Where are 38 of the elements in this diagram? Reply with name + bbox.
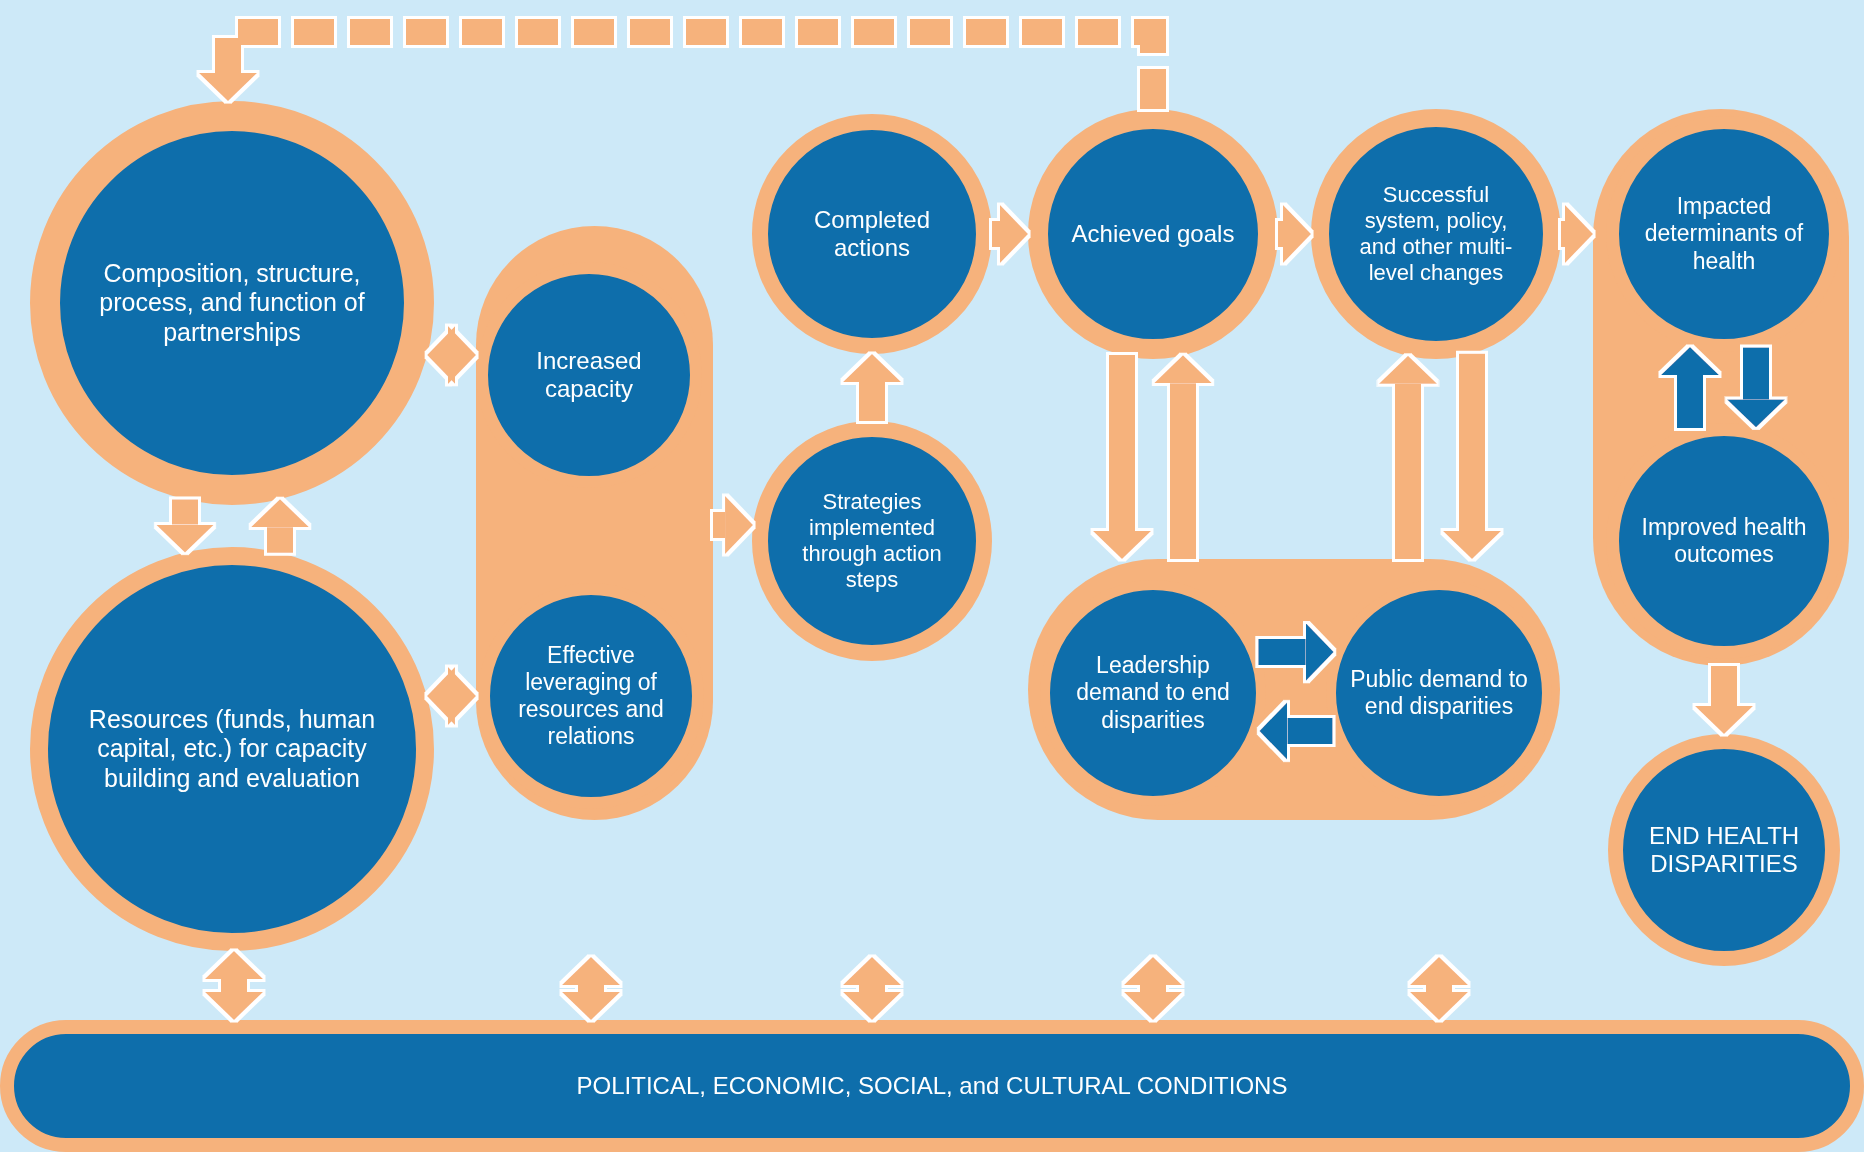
block-arrow: [713, 496, 754, 554]
block-arrow: [1443, 353, 1501, 559]
double-arrow: [1124, 957, 1182, 1020]
node-label: END HEALTH DISPARITIES: [1647, 821, 1801, 879]
node-label: Improved health outcomes: [1640, 513, 1808, 569]
node-label: Leadership demand to end disparities: [1075, 652, 1231, 734]
double-arrow: [1410, 957, 1468, 1020]
block-arrow: [1278, 205, 1311, 263]
block-arrow: [992, 205, 1028, 263]
block-arrow: [156, 499, 214, 553]
node-label: Public demand to end disparities: [1349, 665, 1529, 721]
block-arrow: [1154, 355, 1212, 559]
block-arrow: [1259, 702, 1333, 760]
double-arrow: [427, 326, 476, 384]
double-arrow: [205, 951, 263, 1020]
block-arrow: [1661, 347, 1719, 428]
node-label: POLITICAL, ECONOMIC, SOCIAL, and CULTURAL CONDITIONS: [576, 1071, 1288, 1101]
node-label: Strategies implemented through action steps: [801, 489, 943, 593]
conditions-band: [0, 1020, 1864, 1152]
node-label: Effective leveraging of resources and relations: [517, 641, 665, 751]
block-arrow: [1561, 205, 1593, 263]
double-arrow: [562, 957, 620, 1020]
node-label: Achieved goals: [1071, 219, 1235, 249]
block-arrow: [1258, 623, 1334, 681]
block-arrow: [1379, 355, 1437, 559]
double-arrow: [843, 957, 901, 1020]
node-label: Completed actions: [812, 205, 932, 263]
node-label: Increased capacity: [535, 346, 643, 404]
node-label: Resources (funds, human capital, etc.) for capacity building and evaluation: [87, 704, 377, 794]
node-label: Impacted determinants of health: [1643, 193, 1805, 275]
node-label: Successful system, policy, and other multi-level changes: [1358, 182, 1514, 286]
block-arrow: [843, 354, 901, 421]
block-arrow: [1727, 347, 1785, 428]
block-arrow: [251, 499, 309, 553]
block-arrow: [1093, 355, 1151, 559]
double-arrow: [426, 667, 476, 725]
block-arrow: [1695, 666, 1753, 734]
node-label: Composition, structure, process, and function of partnerships: [98, 258, 366, 348]
